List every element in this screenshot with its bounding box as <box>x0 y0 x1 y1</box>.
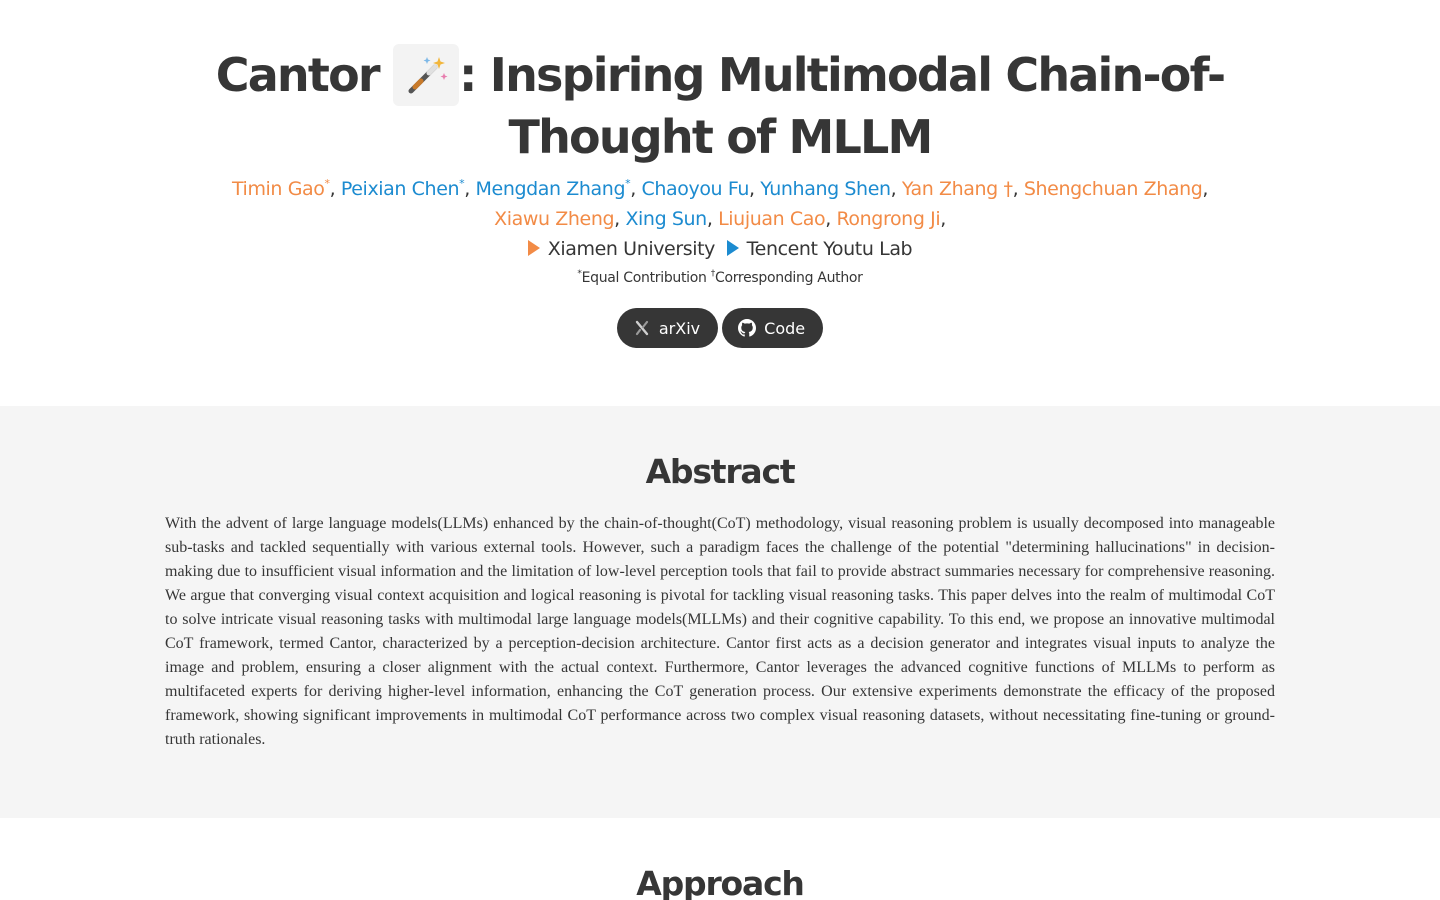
equal-contribution-mark: * <box>459 177 465 190</box>
author-separator: , <box>706 208 719 230</box>
author-separator: , <box>940 208 946 230</box>
author-link[interactable]: Shengchuan Zhang <box>1023 178 1203 200</box>
triangle-icon <box>527 240 540 256</box>
abstract-section: Abstract With the advent of large langua… <box>0 406 1440 818</box>
affiliation-xiamen: Xiamen University <box>527 238 715 260</box>
author-link[interactable]: Yunhang Shen <box>760 178 891 200</box>
author-link[interactable]: Liujuan Cao <box>718 208 826 230</box>
author-link[interactable]: Rongrong Ji <box>836 208 941 230</box>
equal-contribution-mark: * <box>324 177 331 190</box>
author-link[interactable]: Xing Sun <box>625 208 707 230</box>
author-separator: , <box>825 208 837 230</box>
title-suffix: : Inspiring Multimodal Chain-of-Thought … <box>458 48 1226 164</box>
author-separator: , <box>630 178 642 200</box>
author-separator: , <box>464 178 476 200</box>
triangle-icon <box>726 240 739 256</box>
author-list: Timin Gao*, Peixian Chen*, Mengdan Zhang… <box>0 174 1440 234</box>
abstract-heading: Abstract <box>645 452 796 491</box>
github-icon <box>738 319 757 337</box>
hero-section: Cantor : Inspiring Multimodal Chain-of-T… <box>0 0 1440 406</box>
author-link[interactable]: Mengdan Zhang <box>475 178 626 200</box>
page-title: Cantor : Inspiring Multimodal Chain-of-T… <box>170 44 1270 168</box>
arxiv-icon <box>633 319 651 337</box>
author-separator: , <box>614 208 626 230</box>
abstract-text: With the advent of large language models… <box>165 515 1275 748</box>
arxiv-button[interactable]: arXiv <box>616 308 719 348</box>
author-link[interactable]: Xiawu Zheng <box>494 208 615 230</box>
affiliation-tencent: Tencent Youtu Lab <box>726 238 913 260</box>
author-separator: , <box>890 178 902 200</box>
approach-section: Approach <box>0 818 1440 900</box>
equal-contribution-mark: * <box>625 177 631 190</box>
link-buttons: arXiv Code <box>0 308 1440 348</box>
approach-heading: Approach <box>636 864 805 900</box>
author-link[interactable]: Timin Gao <box>231 178 325 200</box>
author-line: Xiawu Zheng, Xing Sun, Liujuan Cao, Rong… <box>0 204 1440 234</box>
author-link[interactable]: Yan Zhang † <box>901 178 1013 200</box>
affiliation-list: Xiamen University Tencent Youtu Lab <box>0 234 1440 264</box>
author-separator: , <box>1012 178 1024 200</box>
code-button[interactable]: Code <box>722 308 824 348</box>
author-separator: , <box>1202 178 1209 200</box>
magic-wand-icon <box>392 44 459 106</box>
contribution-note: *Equal Contribution †Corresponding Autho… <box>577 269 863 287</box>
author-link[interactable]: Peixian Chen <box>340 178 460 200</box>
author-link[interactable]: Chaoyou Fu <box>641 178 750 200</box>
author-separator: , <box>748 178 761 200</box>
author-separator: , <box>329 178 341 200</box>
title-prefix: Cantor <box>215 48 381 102</box>
author-line: Timin Gao*, Peixian Chen*, Mengdan Zhang… <box>0 174 1440 204</box>
